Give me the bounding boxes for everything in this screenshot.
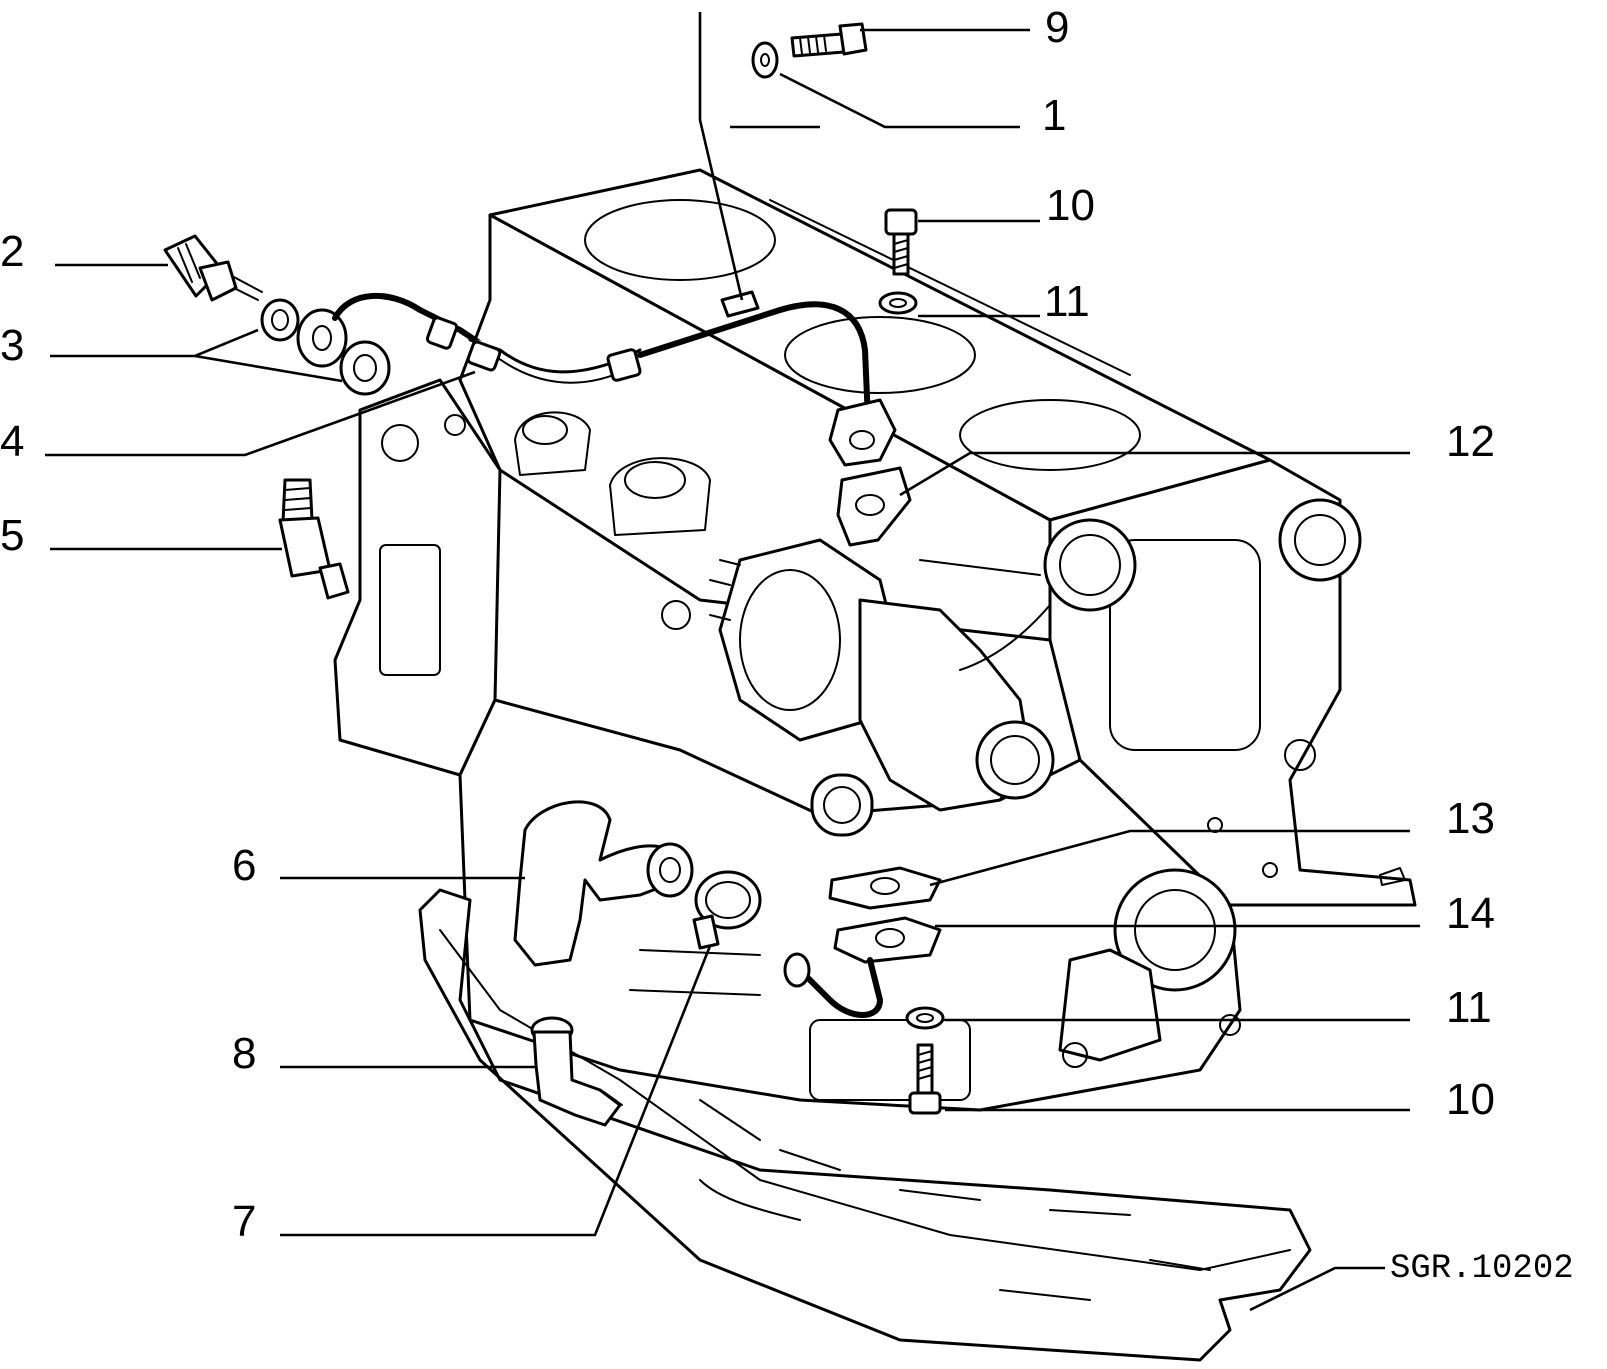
engine-block	[333, 168, 1417, 1112]
leader-7	[280, 945, 712, 1237]
elbow-part-8	[530, 1016, 623, 1127]
hose-part-6	[513, 800, 694, 967]
washer-part-11-top	[878, 291, 918, 315]
callout-6: 6	[232, 841, 256, 890]
leader-13	[929, 829, 1410, 887]
seal-washers-part-3	[260, 298, 391, 396]
leader-3	[50, 328, 259, 358]
callouts: 9 1 10 2 11 3 4 12 5 13 6 14 11 8 10 7 S…	[0, 3, 1574, 1288]
gasket-part-12	[836, 466, 912, 547]
callout-14: 14	[1446, 889, 1495, 938]
oil-sump	[418, 888, 1312, 1362]
bolt-part-10-top	[884, 208, 918, 276]
hose-clip-part-7	[692, 870, 762, 950]
leader-1-vertical	[698, 12, 744, 301]
callout-2: 2	[0, 227, 24, 276]
washer-part-1	[751, 41, 779, 79]
leader-ref	[1249, 1266, 1385, 1312]
leader-lines	[45, 12, 1420, 1312]
leader-3b	[194, 354, 343, 383]
sensor-part-5	[278, 478, 350, 600]
turbocharger	[709, 518, 1137, 837]
union-part-2	[163, 234, 263, 302]
bolt-part-9	[790, 22, 868, 58]
flange-part-14	[783, 916, 942, 1018]
bolt-part-10-bottom	[908, 1043, 942, 1115]
callout-7: 7	[232, 1197, 256, 1246]
gasket-part-13	[828, 866, 942, 910]
leader-12	[899, 451, 1410, 497]
oil-feed-pipe-part-4	[296, 290, 897, 467]
callout-3: 3	[0, 321, 24, 370]
leader-1	[779, 72, 1020, 129]
callout-4: 4	[0, 417, 24, 466]
callout-11-top: 11	[1044, 277, 1090, 326]
callout-1: 1	[1042, 91, 1066, 140]
washer-part-11-bottom	[905, 1006, 945, 1030]
callout-13: 13	[1446, 794, 1495, 843]
callout-8: 8	[232, 1029, 256, 1078]
callout-9: 9	[1045, 3, 1069, 52]
callout-11-bottom: 11	[1446, 983, 1492, 1032]
callout-5: 5	[0, 511, 24, 560]
callout-10-top: 10	[1046, 181, 1095, 230]
callout-12: 12	[1446, 417, 1495, 466]
callout-10-bottom: 10	[1446, 1075, 1495, 1124]
drawing-reference: SGR.10202	[1390, 1250, 1574, 1288]
leader-4	[45, 370, 476, 457]
